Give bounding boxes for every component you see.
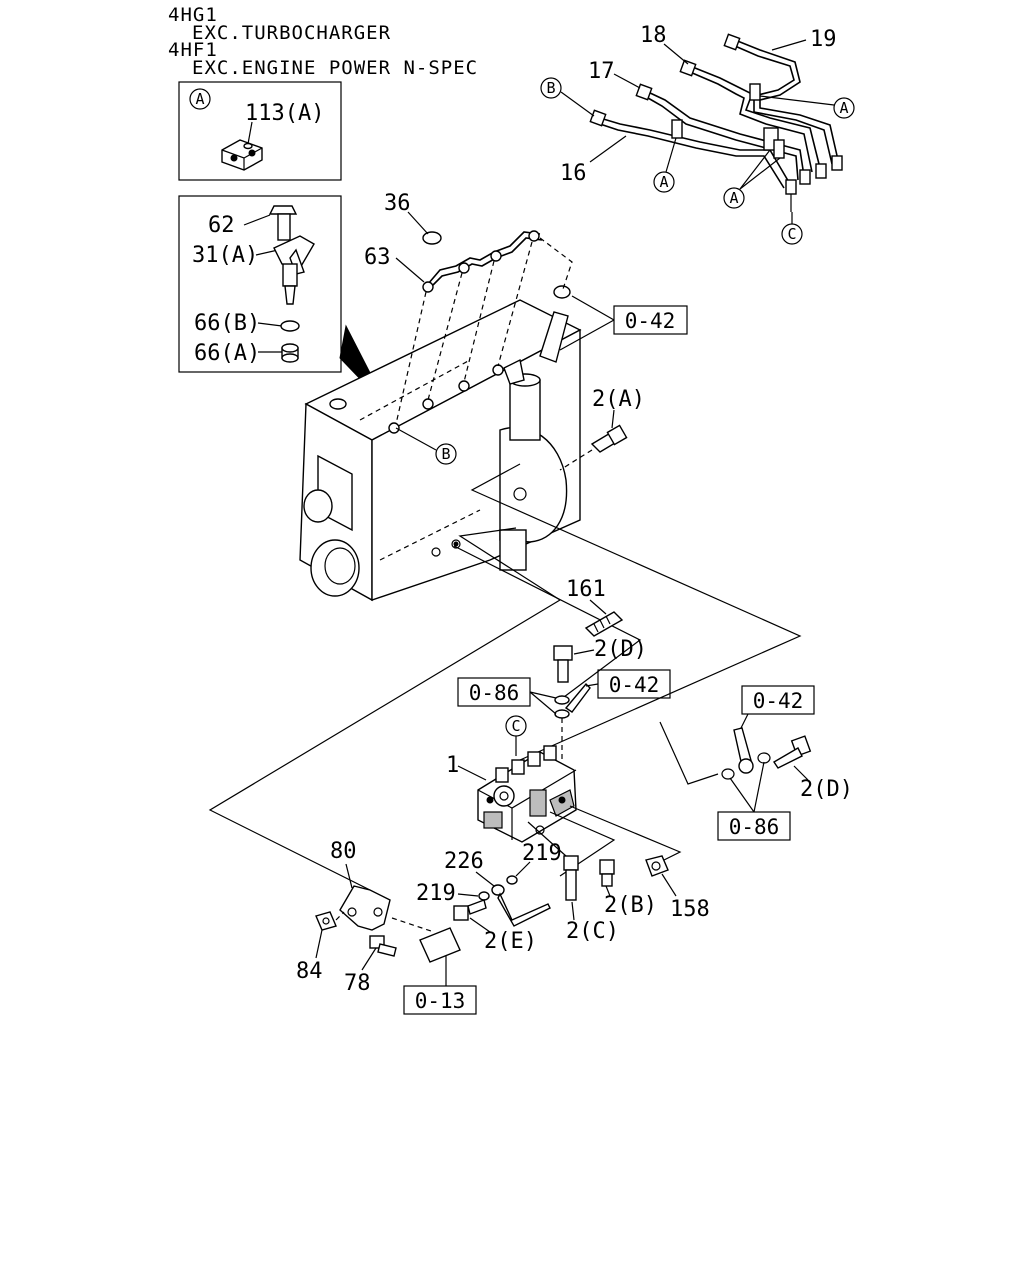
nut-84-icon bbox=[315, 911, 337, 931]
callout-18: 18 bbox=[640, 23, 667, 48]
ref-086-right: 0-86 bbox=[729, 815, 780, 839]
header-line-1: 4HG1 bbox=[168, 4, 218, 26]
marker-b-engine: B bbox=[441, 445, 450, 463]
marker-c-pipes: C bbox=[787, 225, 796, 243]
callout-78: 78 bbox=[344, 971, 371, 996]
injection-pipes bbox=[589, 33, 843, 212]
washer-66b-icon bbox=[280, 320, 300, 332]
marker-a-pipes-left: A bbox=[659, 173, 668, 191]
callout-2c: 2(C) bbox=[566, 919, 619, 944]
inset-a-marker: A bbox=[195, 90, 204, 108]
callout-84: 84 bbox=[296, 959, 323, 984]
inset-a-leader bbox=[247, 121, 253, 145]
ref-086-left: 0-86 bbox=[469, 681, 520, 705]
bracket-right-icon bbox=[733, 727, 754, 774]
callout-2e: 2(E) bbox=[484, 929, 537, 954]
callout-226: 226 bbox=[444, 849, 484, 874]
lower-fasteners bbox=[453, 805, 682, 927]
callout-219-b: 219 bbox=[416, 881, 456, 906]
stud-161-icon bbox=[584, 611, 624, 637]
injector-label-66b: 66(B) bbox=[194, 311, 260, 336]
callout-36: 36 bbox=[384, 191, 411, 216]
injector-label-66a: 66(A) bbox=[194, 341, 260, 366]
inset-injector: 62 31(A) 66(B) 66(A) bbox=[178, 195, 342, 373]
marker-a-pipes-bottom: A bbox=[729, 189, 738, 207]
callout-2d-right: 2(D) bbox=[800, 777, 853, 802]
header-line-4: EXC.ENGINE POWER N-SPEC bbox=[192, 57, 478, 79]
marker-c-pump: C bbox=[511, 717, 520, 735]
callout-2b: 2(B) bbox=[604, 893, 657, 918]
inset-injector-frame bbox=[178, 195, 342, 373]
ref-042-top: 0-42 bbox=[625, 309, 676, 333]
ref-042-right: 0-42 bbox=[753, 689, 804, 713]
header-line-2: EXC.TURBOCHARGER bbox=[192, 22, 391, 44]
bracket-80 bbox=[339, 885, 391, 931]
injector-label-62: 62 bbox=[208, 213, 235, 238]
leak-off-pipe bbox=[395, 230, 573, 425]
bolt-2a-icon bbox=[590, 424, 628, 453]
inset-a-label: 113(A) bbox=[245, 101, 324, 126]
marker-b-pipes: B bbox=[546, 79, 555, 97]
engine-block bbox=[299, 285, 582, 602]
ref-box-013 bbox=[403, 985, 477, 1015]
callout-158: 158 bbox=[670, 897, 710, 922]
rod-013-icon bbox=[419, 927, 461, 963]
header-line-3: 4HF1 bbox=[168, 39, 218, 61]
bolt-78-icon bbox=[369, 935, 397, 957]
inset-a-frame bbox=[178, 81, 342, 181]
callout-2a: 2(A) bbox=[592, 387, 645, 412]
ref-013: 0-13 bbox=[415, 989, 466, 1013]
callout-16: 16 bbox=[560, 161, 587, 186]
callout-17: 17 bbox=[588, 59, 615, 84]
bolt-2d-top-icon bbox=[553, 645, 573, 683]
callout-80: 80 bbox=[330, 839, 357, 864]
callout-161: 161 bbox=[566, 577, 606, 602]
injector-icon bbox=[268, 205, 315, 305]
ref-042-mid: 0-42 bbox=[609, 673, 660, 697]
callout-63: 63 bbox=[364, 245, 391, 270]
clamp-113-icon bbox=[221, 139, 263, 171]
callout-2d-top: 2(D) bbox=[594, 637, 647, 662]
marker-a-pipes-right: A bbox=[839, 99, 848, 117]
callout-19: 19 bbox=[810, 27, 837, 52]
seal-66a-icon bbox=[281, 343, 299, 363]
callout-219-a: 219 bbox=[522, 841, 562, 866]
header-notes: 4HG1 EXC.TURBOCHARGER 4HF1 EXC.ENGINE PO… bbox=[168, 4, 478, 79]
ref-box-042-right bbox=[741, 685, 815, 715]
inset-a-marker-circle bbox=[189, 88, 211, 110]
callout-1: 1 bbox=[446, 753, 459, 778]
inset-a-clamp: A 113(A) bbox=[178, 81, 342, 181]
injector-label-31a: 31(A) bbox=[192, 243, 258, 268]
injection-pump bbox=[477, 745, 577, 843]
bolt-2d-right-icon bbox=[773, 735, 812, 769]
